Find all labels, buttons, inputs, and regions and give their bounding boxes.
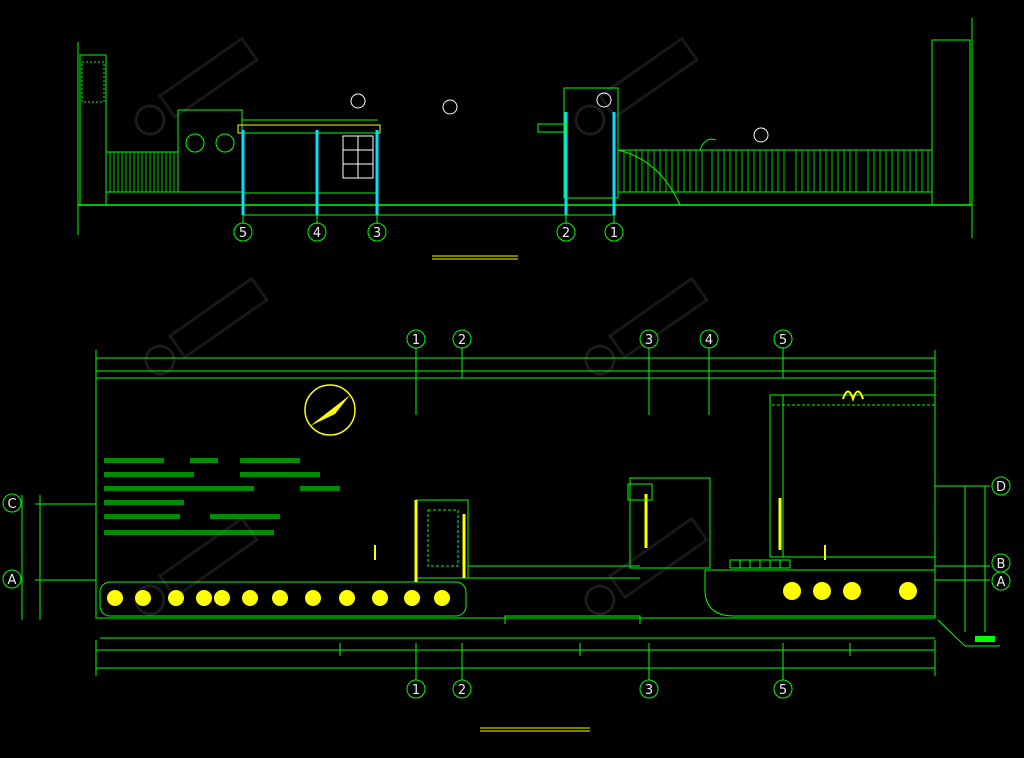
axis-bubble-2: 2 — [452, 329, 472, 349]
axis-bubble-5: 5 — [773, 679, 793, 699]
watermark-logo-icon — [584, 276, 709, 376]
annotation-bubble — [753, 127, 769, 143]
axis-bubble-1: 1 — [406, 679, 426, 699]
annotation-bubble — [596, 92, 612, 108]
watermark-logo-icon — [134, 36, 259, 136]
svg-text:B: B — [997, 557, 1006, 572]
axis-bubble-d: D — [991, 476, 1011, 496]
right-gate-frame — [563, 87, 619, 199]
axis-bubble-1: 1 — [406, 329, 426, 349]
svg-text:2: 2 — [458, 333, 466, 348]
guard-house-canopy — [237, 124, 381, 134]
axis-bubble-4: 4 — [699, 329, 719, 349]
annotation-bubble — [442, 99, 458, 115]
plan-right-axis-labels: D B A — [991, 476, 1011, 591]
plan-notes — [104, 458, 340, 535]
axis-bubble-a: A — [991, 571, 1011, 591]
right-building — [769, 394, 936, 558]
north-arrow-icon — [304, 384, 356, 436]
svg-text:C: C — [7, 497, 16, 512]
axis-bubble-2: 2 — [556, 222, 576, 242]
axis-bubble-b: B — [991, 553, 1011, 573]
svg-text:4: 4 — [313, 226, 321, 241]
svg-text:5: 5 — [779, 333, 787, 348]
svg-text:1: 1 — [412, 333, 420, 348]
svg-text:3: 3 — [645, 683, 653, 698]
axis-bubble-5: 5 — [233, 222, 253, 242]
svg-text:3: 3 — [645, 333, 653, 348]
gate-ornament-icon — [185, 133, 235, 153]
svg-text:4: 4 — [705, 333, 713, 348]
axis-bubble-a: A — [2, 569, 22, 589]
watermark-logo-icon — [584, 516, 709, 616]
sliding-gate-arc — [617, 149, 681, 206]
watermark-logo-icon — [134, 516, 259, 616]
watermarks — [134, 36, 709, 616]
svg-text:2: 2 — [562, 226, 570, 241]
svg-text:D: D — [996, 480, 1006, 495]
center-guard-house — [629, 477, 711, 569]
plan-bottom-axis-labels: 1 2 3 5 — [406, 679, 793, 699]
svg-text:A: A — [997, 575, 1006, 590]
svg-text:A: A — [8, 573, 17, 588]
svg-text:5: 5 — [779, 683, 787, 698]
elevation-axis-labels: 5 4 3 2 1 — [233, 222, 624, 242]
axis-bubble-2: 2 — [452, 679, 472, 699]
svg-text:1: 1 — [610, 226, 618, 241]
curved-planter — [704, 569, 936, 617]
axis-bubble-c: C — [2, 493, 22, 513]
left-pillar — [79, 54, 107, 206]
axis-bubble-5: 5 — [773, 329, 793, 349]
right-fence — [617, 149, 933, 193]
svg-text:3: 3 — [373, 226, 381, 241]
plan-left-axis-labels: C A — [2, 493, 22, 589]
svg-text:1: 1 — [412, 683, 420, 698]
planter-trees — [107, 582, 917, 606]
axis-bubble-3: 3 — [639, 679, 659, 699]
annotation-bubble — [350, 93, 366, 109]
watermark-logo-icon — [574, 36, 699, 136]
planter-strip — [99, 581, 467, 617]
plan-top-axis-labels: 1 2 3 4 5 — [406, 329, 793, 349]
plan-drawing — [21, 347, 1000, 680]
gate-house-left-block — [177, 109, 243, 193]
axis-bubble-4: 4 — [307, 222, 327, 242]
svg-text:2: 2 — [458, 683, 466, 698]
watermark-logo-icon — [144, 276, 269, 376]
gate-ornament-icon — [842, 390, 864, 403]
svg-text:5: 5 — [239, 226, 247, 241]
axis-bubble-3: 3 — [367, 222, 387, 242]
elevation-drawing — [77, 18, 973, 260]
axis-bubble-1: 1 — [604, 222, 624, 242]
axis-bubble-3: 3 — [639, 329, 659, 349]
right-wall-block — [931, 39, 971, 206]
